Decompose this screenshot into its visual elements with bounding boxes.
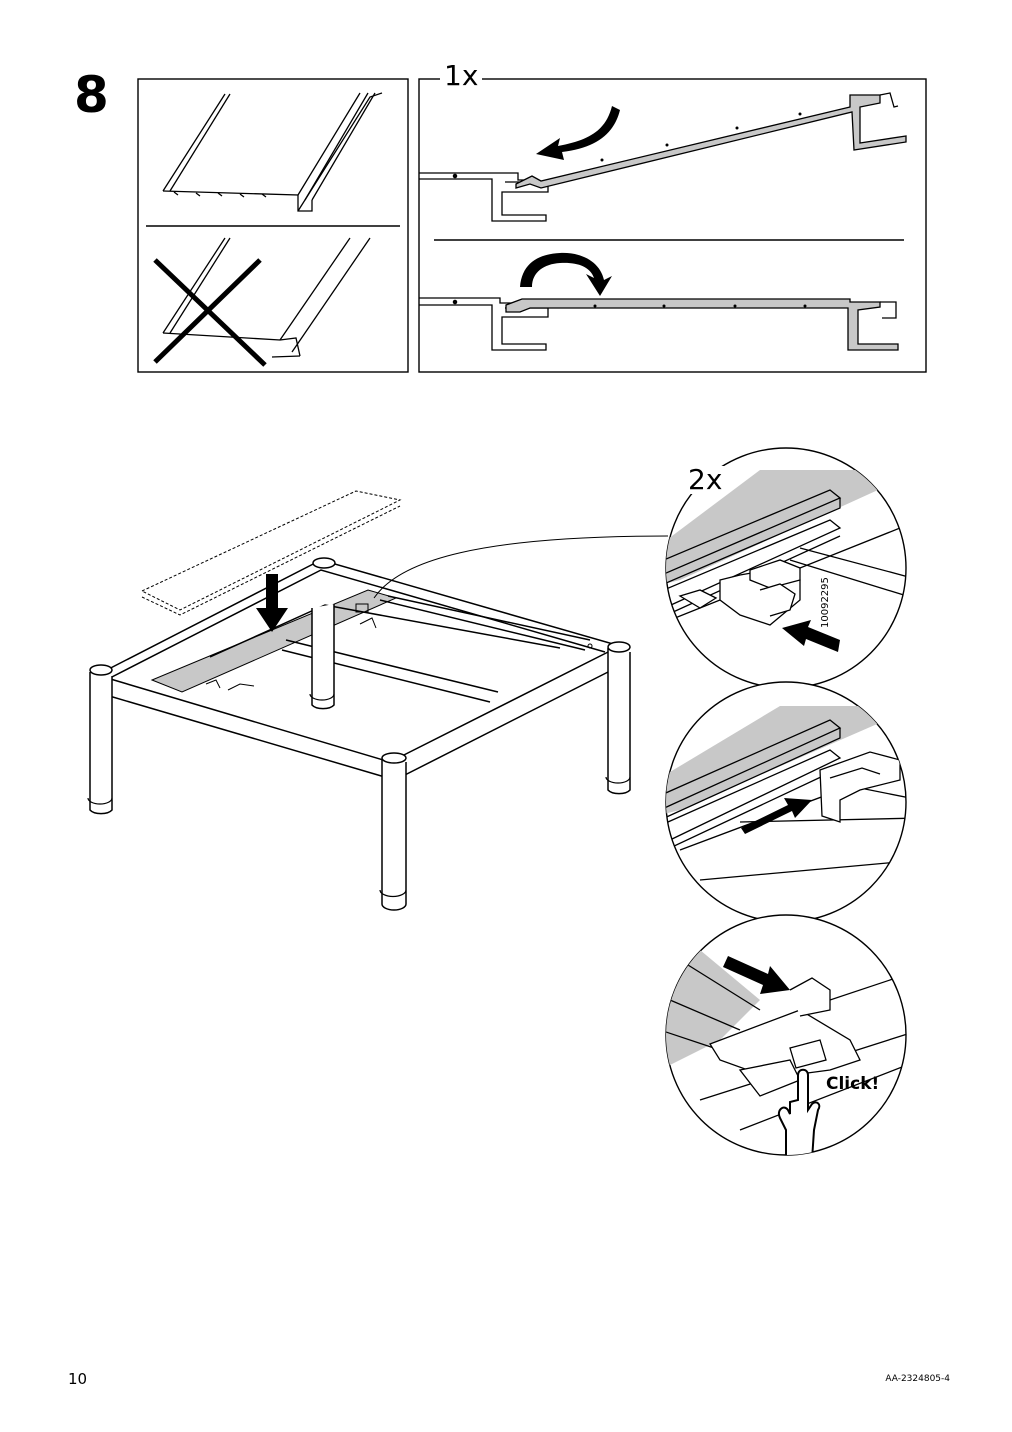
click-label: Click! bbox=[826, 1074, 880, 1094]
detail-clip-slide bbox=[665, 681, 907, 923]
cross-out-icon bbox=[153, 258, 267, 367]
push-arrow-icon bbox=[723, 956, 790, 994]
curved-arrow-icon bbox=[536, 106, 620, 160]
document-code: AA-2324805-4 bbox=[885, 1374, 950, 1384]
page-number: 10 bbox=[68, 1370, 88, 1388]
profile-correct bbox=[162, 92, 383, 212]
profile-incorrect bbox=[162, 237, 371, 358]
orientation-panel bbox=[137, 78, 409, 373]
profile-tilted bbox=[515, 94, 907, 189]
finger-press-icon bbox=[778, 1068, 821, 1155]
push-arrow-icon bbox=[741, 798, 812, 834]
step-number: 8 bbox=[74, 66, 109, 124]
detail-clip-insert bbox=[665, 447, 907, 689]
table-frame bbox=[87, 490, 669, 911]
profile-flat bbox=[505, 298, 899, 351]
down-arrow-icon bbox=[256, 574, 288, 632]
push-arrow-icon bbox=[782, 620, 840, 652]
clip-quantity: 2x bbox=[684, 466, 727, 494]
detail-clip-click bbox=[665, 914, 907, 1156]
curved-arrow-icon bbox=[520, 252, 612, 296]
profile-phantom bbox=[140, 490, 402, 616]
profile-quantity: 1x bbox=[440, 62, 483, 90]
part-number: 10092295 bbox=[820, 577, 831, 628]
mounting-panel bbox=[418, 78, 927, 373]
